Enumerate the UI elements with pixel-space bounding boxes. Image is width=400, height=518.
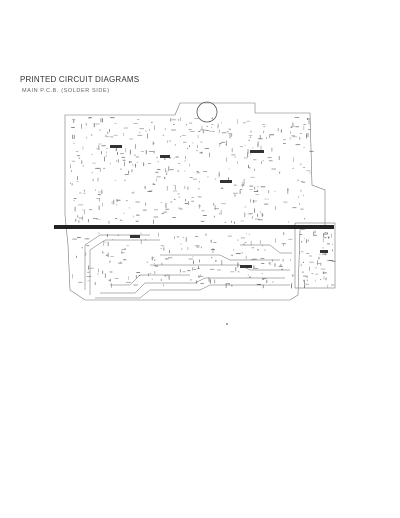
page-title: PRINTED CIRCUIT DIAGRAMS (20, 75, 140, 84)
pcb-diagram (40, 95, 340, 310)
stray-mark (226, 323, 228, 325)
page-subtitle: MAIN P.C.B. (SOLDER SIDE) (22, 88, 110, 94)
